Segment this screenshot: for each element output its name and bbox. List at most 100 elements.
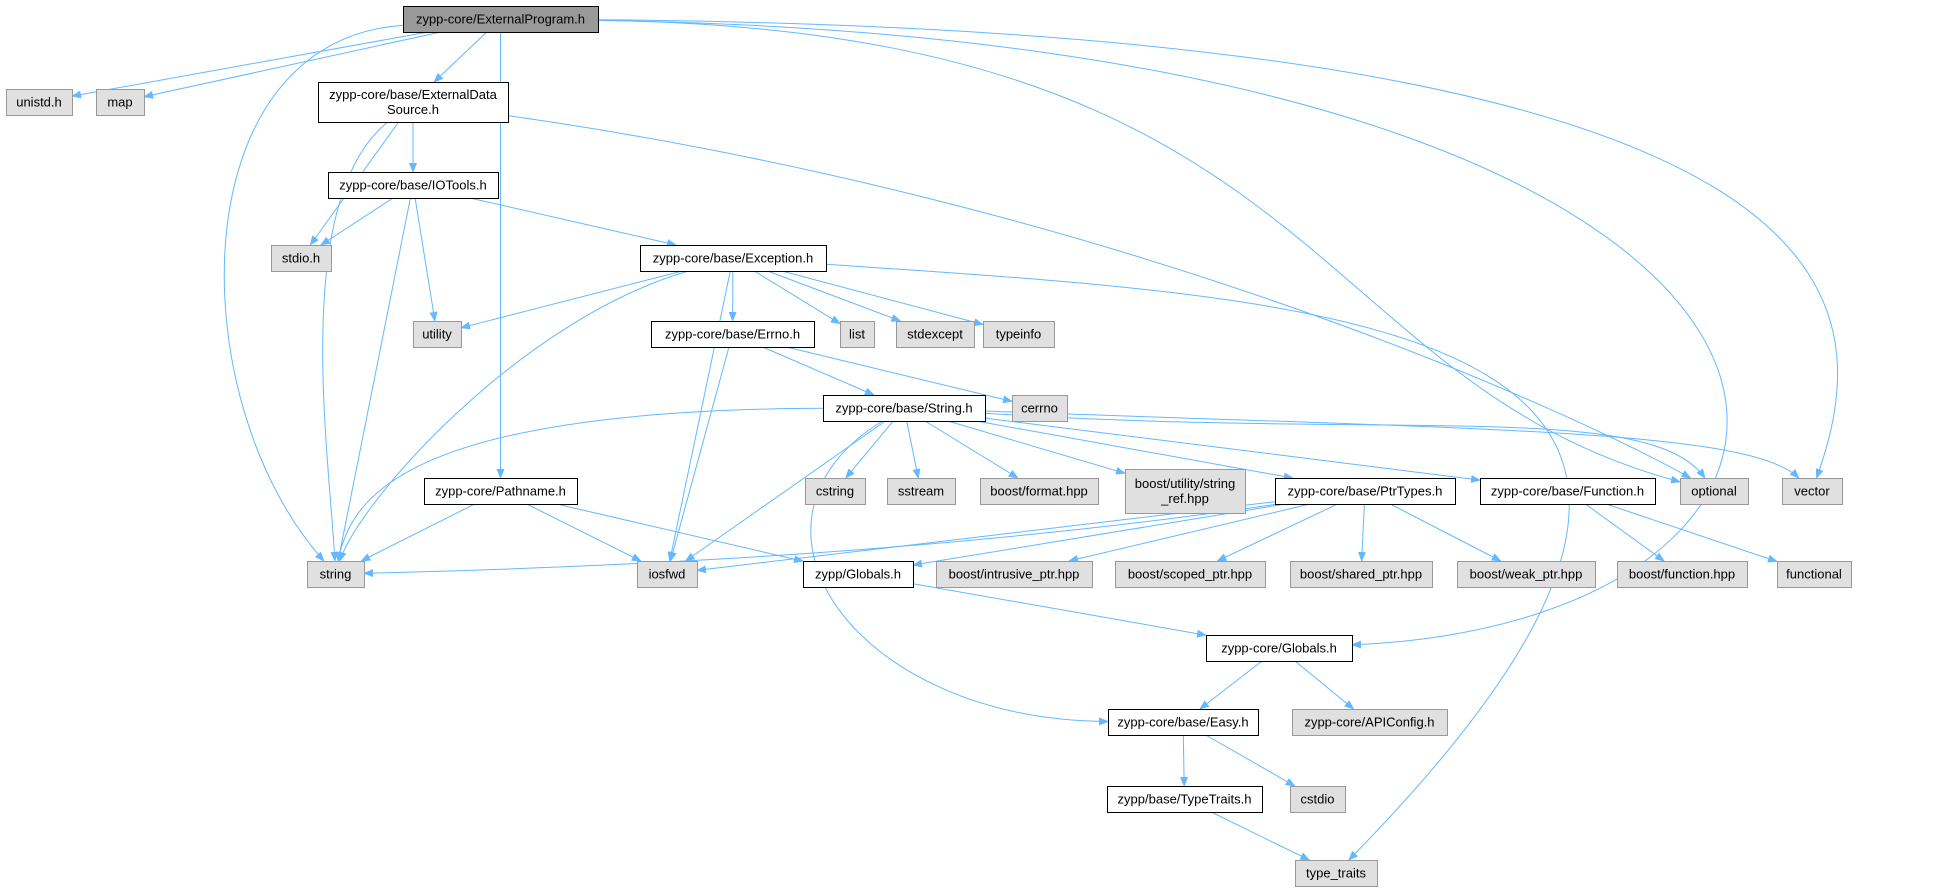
node-label: boost/scoped_ptr.hpp	[1128, 567, 1252, 582]
node-cstdio: cstdio	[1290, 786, 1346, 813]
node-box	[1680, 478, 1749, 505]
node-optional: optional	[1680, 478, 1749, 505]
node-typetraitsh[interactable]: zypp/base/TypeTraits.h	[1107, 786, 1263, 813]
node-box	[936, 561, 1093, 588]
node-box	[307, 561, 365, 588]
node-label: zypp-core/base/Easy.h	[1117, 715, 1248, 730]
node-intrusiveptr: boost/intrusive_ptr.hpp	[936, 561, 1093, 588]
node-externalprogram[interactable]: zypp-core/ExternalProgram.h	[403, 6, 599, 33]
node-box	[1108, 709, 1259, 736]
node-map: map	[96, 89, 145, 116]
node-label: stdio.h	[282, 251, 320, 266]
node-easy[interactable]: zypp-core/base/Easy.h	[1108, 709, 1259, 736]
edge-exception-to-typeinfo	[781, 270, 984, 327]
edge-function-to-boostfunction	[1585, 503, 1665, 562]
edge-function-to-functional	[1605, 503, 1778, 563]
node-box	[637, 561, 698, 588]
edge-exception-to-list	[753, 270, 841, 325]
node-iosfwd: iosfwd	[637, 561, 698, 588]
node-box	[96, 89, 145, 116]
node-errno[interactable]: zypp-core/base/Errno.h	[651, 321, 815, 348]
node-box	[896, 321, 975, 348]
node-pathname[interactable]: zypp-core/Pathname.h	[424, 478, 578, 505]
edge-stringh-to-vector	[984, 410, 1800, 479]
node-box	[1275, 478, 1456, 505]
edge-pathname-to-zyppglobals	[556, 503, 804, 564]
node-label: zypp/base/TypeTraits.h	[1118, 792, 1252, 807]
node-typeinfo: typeinfo	[983, 321, 1055, 348]
edge-ptrtypes-to-weakptr	[1389, 503, 1502, 562]
node-box	[640, 245, 827, 272]
edge-iotools-to-exception	[469, 197, 677, 247]
node-label: cstring	[816, 484, 854, 499]
edge-typetraitsh-to-type_traits	[1210, 811, 1311, 861]
node-stdexcept: stdexcept	[896, 321, 975, 348]
node-label: map	[107, 95, 132, 110]
edge-easy-to-cstdio	[1205, 734, 1296, 787]
node-type_traits: type_traits	[1295, 860, 1378, 887]
node-label: zypp-core/APIConfig.h	[1304, 715, 1434, 730]
edge-iotools-to-string	[335, 197, 411, 562]
edge-externalprogram-to-optional	[597, 19, 1681, 484]
node-cstring: cstring	[805, 478, 866, 505]
node-exception[interactable]: zypp-core/base/Exception.h	[640, 245, 827, 272]
node-box	[1480, 478, 1656, 505]
edge-exception-to-type_traits	[825, 263, 1570, 861]
edge-stringh-to-optional	[984, 412, 1706, 479]
node-function[interactable]: zypp-core/base/Function.h	[1480, 478, 1656, 505]
edge-stringh-to-ptrtypes	[976, 420, 1294, 481]
node-label: cerrno	[1021, 401, 1058, 416]
edge-easy-to-typetraitsh	[1180, 734, 1189, 787]
node-label: sstream	[898, 484, 944, 499]
node-zyppglobals[interactable]: zypp/Globals.h	[803, 561, 914, 588]
edge-ptrtypes-to-scopedptr	[1216, 503, 1338, 562]
edge-externalprogram-to-string	[223, 24, 404, 562]
node-label: zypp-core/base/PtrTypes.h	[1288, 484, 1443, 499]
node-label: zypp-core/base/Exception.h	[653, 251, 813, 266]
node-box	[403, 6, 599, 33]
node-label: zypp-core/base/ExternalData	[329, 87, 497, 102]
edge-stringh-to-sstream	[906, 420, 921, 479]
edge-ptrtypes-to-intrusiveptr	[1068, 503, 1311, 563]
node-coreglobals[interactable]: zypp-core/Globals.h	[1206, 635, 1353, 662]
edge-errno-to-stringh	[762, 346, 875, 396]
node-sstream: sstream	[887, 478, 956, 505]
edge-exception-to-iosfwd	[667, 270, 731, 562]
edge-coreglobals-to-apiconfig	[1294, 660, 1355, 710]
edge-exception-to-utility	[460, 270, 683, 330]
edge-externalprogram-to-externaldatasource	[433, 31, 488, 83]
node-label: functional	[1786, 567, 1842, 582]
node-box	[1206, 635, 1353, 662]
node-utility: utility	[413, 321, 462, 348]
node-boostformat: boost/format.hpp	[980, 478, 1099, 505]
node-label: boost/format.hpp	[990, 484, 1088, 499]
node-box	[1290, 786, 1346, 813]
node-label: zypp-core/Pathname.h	[435, 484, 566, 499]
edge-externalprogram-to-map	[143, 31, 442, 99]
node-label: type_traits	[1306, 866, 1366, 881]
edge-externaldatasource-to-optional	[507, 115, 1692, 479]
edge-pathname-to-iosfwd	[526, 503, 642, 562]
node-box	[805, 478, 866, 505]
edge-layer	[71, 19, 1839, 861]
node-label: optional	[1691, 484, 1737, 499]
node-label: zypp-core/base/String.h	[835, 401, 972, 416]
edge-stringh-to-boostformat	[924, 420, 1019, 479]
node-box	[1012, 395, 1068, 422]
node-label: boost/utility/string	[1135, 476, 1235, 491]
node-box	[424, 478, 578, 505]
edge-iotools-to-stdio	[320, 197, 394, 246]
node-box	[1457, 561, 1596, 588]
node-box	[823, 395, 986, 422]
edge-externalprogram-to-coreglobals	[597, 19, 1728, 649]
node-cerrno: cerrno	[1012, 395, 1068, 422]
node-iotools[interactable]: zypp-core/base/IOTools.h	[328, 172, 499, 199]
edge-stringh-to-function	[984, 417, 1481, 483]
node-stringh[interactable]: zypp-core/base/String.h	[823, 395, 986, 422]
node-ptrtypes[interactable]: zypp-core/base/PtrTypes.h	[1275, 478, 1456, 505]
node-box	[1107, 786, 1263, 813]
node-scopedptr: boost/scoped_ptr.hpp	[1115, 561, 1266, 588]
node-label: unistd.h	[16, 95, 62, 110]
edge-iotools-to-utility	[414, 197, 438, 322]
